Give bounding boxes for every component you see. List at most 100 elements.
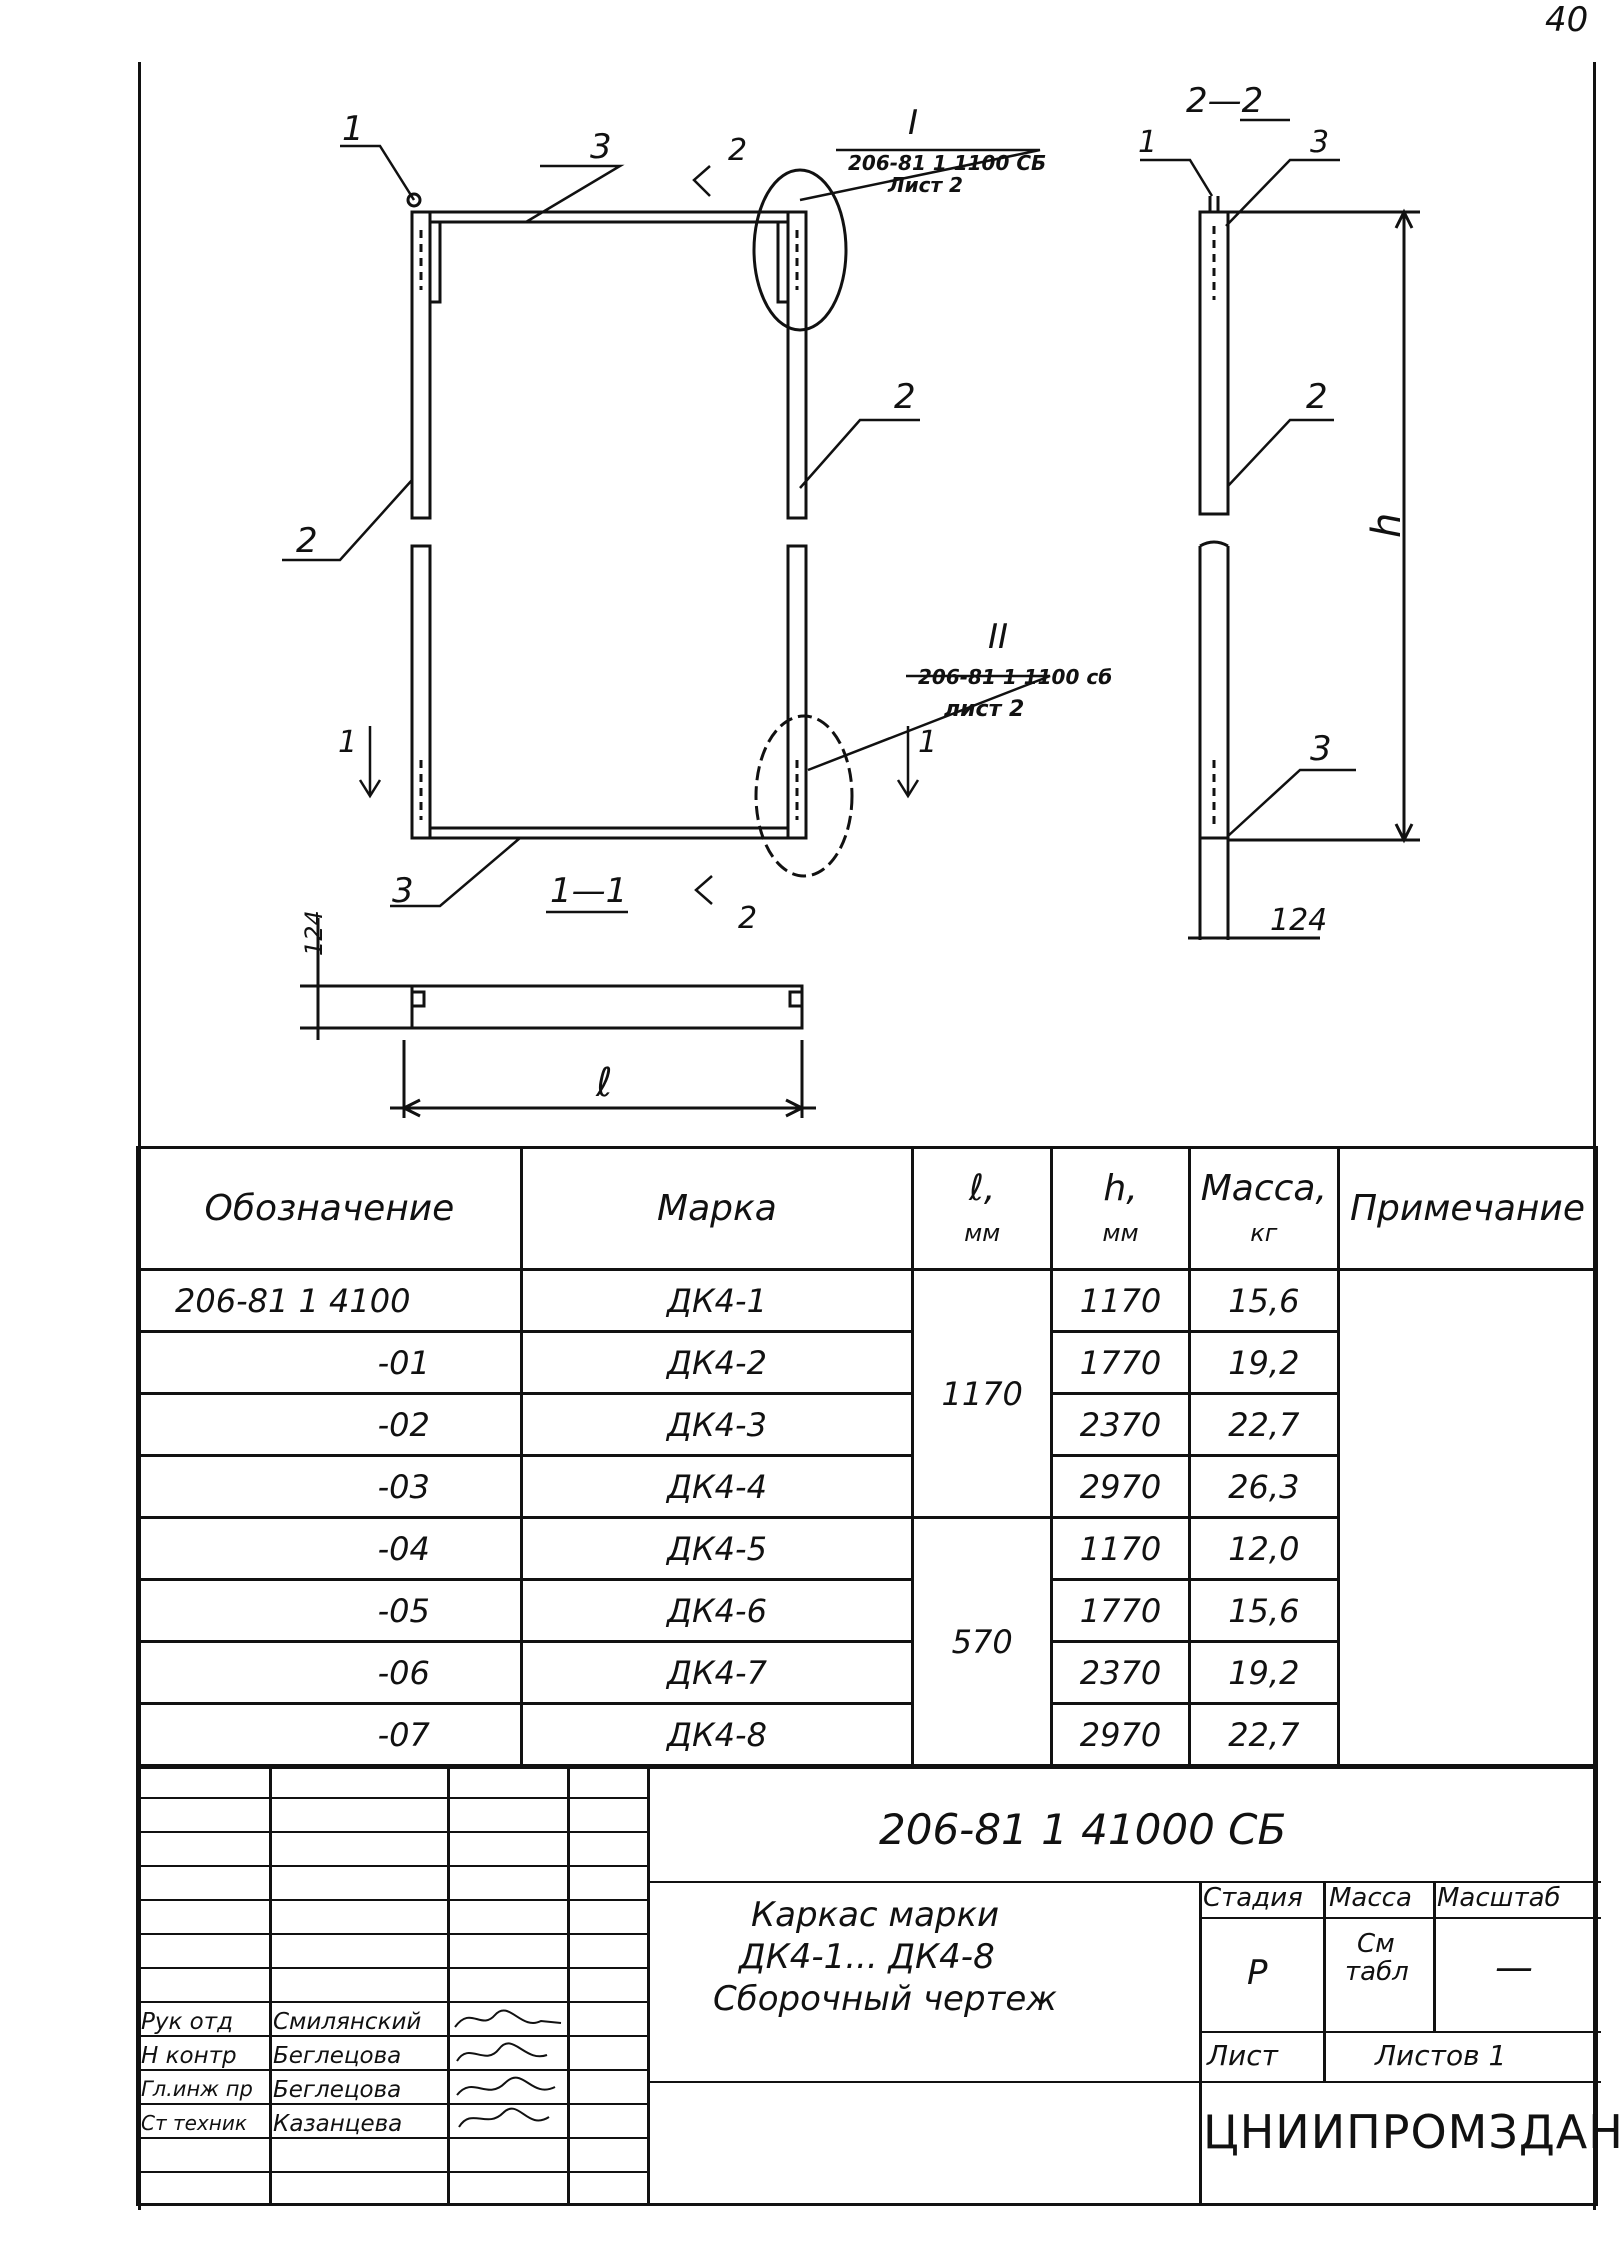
right-post-upper: [786, 210, 808, 520]
table-row: -01 ДК4-2 1770 19,2: [136, 1330, 1597, 1395]
row-mass: 15,6: [1187, 1578, 1340, 1643]
header-designation: Обозначение: [136, 1146, 523, 1271]
row-designation: -05: [136, 1578, 523, 1643]
length-dim-l: ℓ: [595, 1060, 613, 1106]
row-designation: -07: [136, 1702, 523, 1767]
side-view: [1188, 196, 1420, 940]
detail-i-ref: 206-81 1 1100 СБ: [848, 151, 1046, 175]
left-post-lower: [410, 544, 432, 840]
header-h-symbol: h,: [1103, 1167, 1138, 1209]
pin-1: [406, 192, 422, 208]
side-callout-3: 3: [1310, 125, 1329, 160]
row-mass: 22,7: [1187, 1702, 1340, 1767]
plan-depth-dim: 124: [300, 910, 328, 956]
sheet-label: Лист: [1207, 2039, 1278, 2072]
title-line-3: Сборочный чертеж: [713, 1979, 1057, 2019]
front-view: [406, 168, 854, 878]
role-head-dept: Рук отд: [141, 2009, 234, 2035]
header-note: Примечание: [1336, 1146, 1599, 1271]
row-h: 2370: [1050, 1640, 1191, 1705]
table-row: -06 ДК4-7 2370 19,2: [136, 1640, 1597, 1705]
detail-i-numeral: I: [908, 103, 918, 143]
callout-2-left-post: 2: [296, 521, 318, 561]
header-l-symbol: ℓ,: [969, 1167, 996, 1209]
spec-header-row: Обозначение Марка ℓ,мм h, мм Масса, кг При…: [136, 1146, 1599, 1271]
detail-ii-numeral: II: [988, 617, 1008, 657]
row-h: 2970: [1050, 1454, 1191, 1519]
header-mass-unit: кг: [1250, 1218, 1278, 1247]
header-h: h, мм: [1050, 1146, 1191, 1271]
callout-1-top: 1: [342, 109, 364, 149]
header-mark: Марка: [519, 1146, 915, 1271]
l-group-2: 570: [911, 1516, 1054, 1767]
header-mass-label: Масса,: [1200, 1167, 1327, 1209]
row-mass: 22,7: [1187, 1392, 1340, 1457]
name-senior-technician: Казанцева: [273, 2111, 403, 2137]
detail-ii-sheet: лист 2: [944, 697, 1024, 722]
plan-view: [300, 918, 816, 1118]
row-mark: ДК4-5: [519, 1516, 915, 1581]
row-h: 1170: [1050, 1268, 1191, 1333]
scale-label: Масштаб: [1437, 1883, 1561, 1913]
document-code: 206-81 1 41000 СБ: [879, 1805, 1287, 1854]
row-mark: ДК4-4: [519, 1454, 915, 1519]
page-number: 40: [1545, 0, 1589, 40]
left-post-upper: [410, 210, 432, 520]
detail-i-sheet: Лист 2: [887, 173, 963, 197]
table-row: -05 ДК4-6 1770 15,6: [136, 1578, 1597, 1643]
right-post-lower: [786, 544, 808, 840]
row-designation: -02: [136, 1392, 523, 1457]
title-line-2: ДК4-1... ДК4-8: [739, 1937, 995, 1977]
note-cell: [1336, 1268, 1599, 1767]
detail-i-ellipse: [752, 168, 848, 332]
role-chief-engineer: Гл.инж пр: [141, 2077, 253, 2101]
row-mass: 12,0: [1187, 1516, 1340, 1581]
row-h: 2370: [1050, 1392, 1191, 1457]
spec-table: Обозначение Марка ℓ,мм h, мм Масса, кг При…: [136, 1146, 1599, 1767]
row-designation: 206-81 1 4100: [136, 1268, 523, 1333]
side-callout-3-bottom: 3: [1310, 729, 1332, 769]
callout-3-top: 3: [590, 127, 612, 167]
table-row: 206-81 1 4100 ДК4-1 1170 1170 15,6: [136, 1268, 1599, 1767]
side-depth-dim: 124: [1270, 903, 1327, 938]
section-arrow-1-left: 1: [338, 725, 357, 760]
table-row: -04 ДК4-5 570 1170 12,0: [136, 1516, 1597, 1767]
mass-label: Масса: [1329, 1883, 1412, 1913]
organization-name: ЦНИИПРОМЗДАНИЙ: [1203, 2105, 1622, 2159]
sheet-frame: [138, 62, 1596, 2210]
row-designation: -04: [136, 1516, 523, 1581]
table-row: -03 ДК4-4 2970 26,3: [136, 1454, 1597, 1519]
side-callout-2: 2: [1306, 377, 1328, 417]
name-norm-control: Беглецова: [273, 2043, 402, 2069]
row-h: 1170: [1050, 1516, 1191, 1581]
detail-ii-ref: 206-81 1 1100 сб: [918, 665, 1112, 689]
section-1-1-label: 1—1: [550, 871, 627, 911]
signatures: [454, 2009, 562, 2128]
row-h: 1770: [1050, 1578, 1191, 1643]
row-h: 1770: [1050, 1330, 1191, 1395]
row-mass: 19,2: [1187, 1640, 1340, 1705]
row-mark: ДК4-1: [519, 1268, 915, 1333]
title-block: Рук отд Н контр Гл.инж пр Ст техник Смил…: [136, 1766, 1622, 2206]
section-2-2-label: 2—2: [1186, 81, 1263, 121]
row-mass: 26,3: [1187, 1454, 1340, 1519]
table-row: -07 ДК4-8 2970 22,7: [136, 1702, 1597, 1767]
table-row: -02 ДК4-3 2370 22,7: [136, 1392, 1597, 1457]
side-callout-1: 1: [1138, 125, 1157, 160]
header-l: ℓ,мм: [911, 1146, 1054, 1271]
mass-value-line1: См: [1357, 1929, 1395, 1959]
l-group-1: 1170: [911, 1268, 1054, 1519]
side-post-lower: [1198, 540, 1230, 840]
sheets-total: Листов 1: [1375, 2039, 1507, 2072]
header-h-unit: мм: [1102, 1218, 1139, 1247]
section-arrow-2-top: 2: [728, 133, 747, 168]
row-mark: ДК4-7: [519, 1640, 915, 1705]
row-designation: -03: [136, 1454, 523, 1519]
callout-2-right-post: 2: [894, 377, 916, 417]
header-mass: Масса, кг: [1187, 1146, 1340, 1271]
detail-ii-ellipse: [754, 714, 854, 878]
row-mark: ДК4-3: [519, 1392, 915, 1457]
name-head-dept: Смилянский: [273, 2009, 422, 2035]
side-post-upper: [1198, 210, 1230, 516]
row-designation: -01: [136, 1330, 523, 1395]
